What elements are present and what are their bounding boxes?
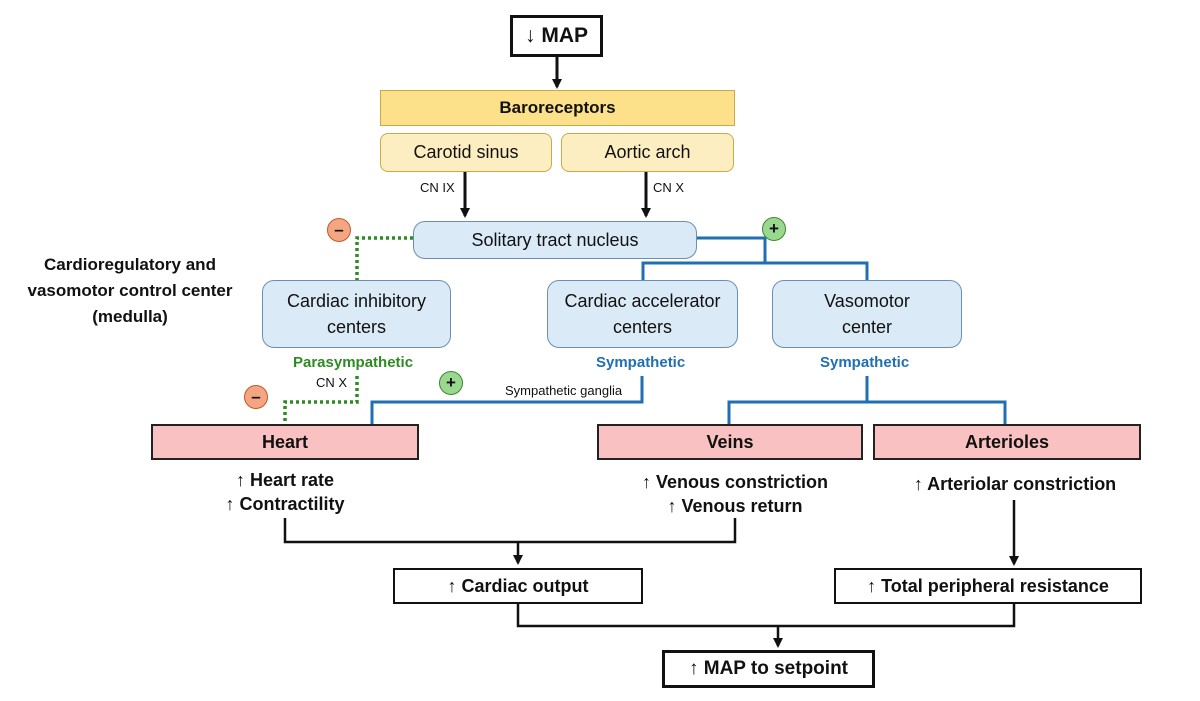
baroreceptors-box: Baroreceptors — [380, 90, 735, 126]
sympathetic-label-accelerator: Sympathetic — [596, 354, 686, 371]
arterioles-box: Arterioles — [873, 424, 1141, 460]
carotid-sinus-box: Carotid sinus — [380, 133, 552, 172]
cn-x-upper-label: CN X — [653, 180, 685, 195]
cardiac-output-box: ↑ Cardiac output — [393, 568, 643, 604]
excite-sign-top: + — [762, 217, 786, 241]
inhibit-sign-heart: – — [244, 385, 268, 409]
sympathetic-to-heart — [370, 376, 644, 424]
inhibit-sign-top: – — [327, 218, 351, 242]
excite-sign-heart: + — [439, 371, 463, 395]
solitary-tract-nucleus-box: Solitary tract nucleus — [413, 221, 697, 259]
heart-effects: ↑ Heart rate ↑ Contractility — [225, 470, 345, 514]
veins-box: Veins — [597, 424, 863, 460]
sympathetic-label-vasomotor: Sympathetic — [820, 354, 910, 371]
line-heart-veins-to-output — [283, 518, 737, 544]
heart-box: Heart — [151, 424, 419, 460]
parasympathetic-nucleus-link — [355, 236, 413, 280]
cardiac-accelerator-centers-box: Cardiac accelerator centers — [547, 280, 738, 348]
sympathetic-ganglia-label: Sympathetic ganglia — [505, 383, 623, 398]
control-center-label: Cardioregulatory and vasomotor control c… — [27, 255, 233, 326]
parasympathetic-label: Parasympathetic — [293, 354, 414, 371]
line-output-tpr-merge — [516, 604, 1016, 628]
veins-effects: ↑ Venous constriction ↑ Venous return — [641, 472, 829, 516]
parasympathetic-to-heart — [283, 376, 359, 424]
sympathetic-nucleus-branch — [697, 236, 767, 263]
cn-x-lower-label: CN X — [316, 375, 348, 390]
sympathetic-to-veins-arterioles — [727, 400, 1007, 424]
map-decrease-box: ↓ MAP — [510, 15, 603, 57]
aortic-arch-box: Aortic arch — [561, 133, 734, 172]
cardiac-inhibitory-centers-box: Cardiac inhibitory centers — [262, 280, 451, 348]
vasomotor-center-box: Vasomotor center — [772, 280, 962, 348]
arterioles-effects: ↑ Arteriolar constriction — [913, 474, 1117, 494]
cn-ix-label: CN IX — [420, 180, 455, 195]
map-to-setpoint-box: ↑ MAP to setpoint — [662, 650, 875, 688]
sympathetic-branch-bar — [641, 261, 869, 280]
total-peripheral-resistance-box: ↑ Total peripheral resistance — [834, 568, 1142, 604]
